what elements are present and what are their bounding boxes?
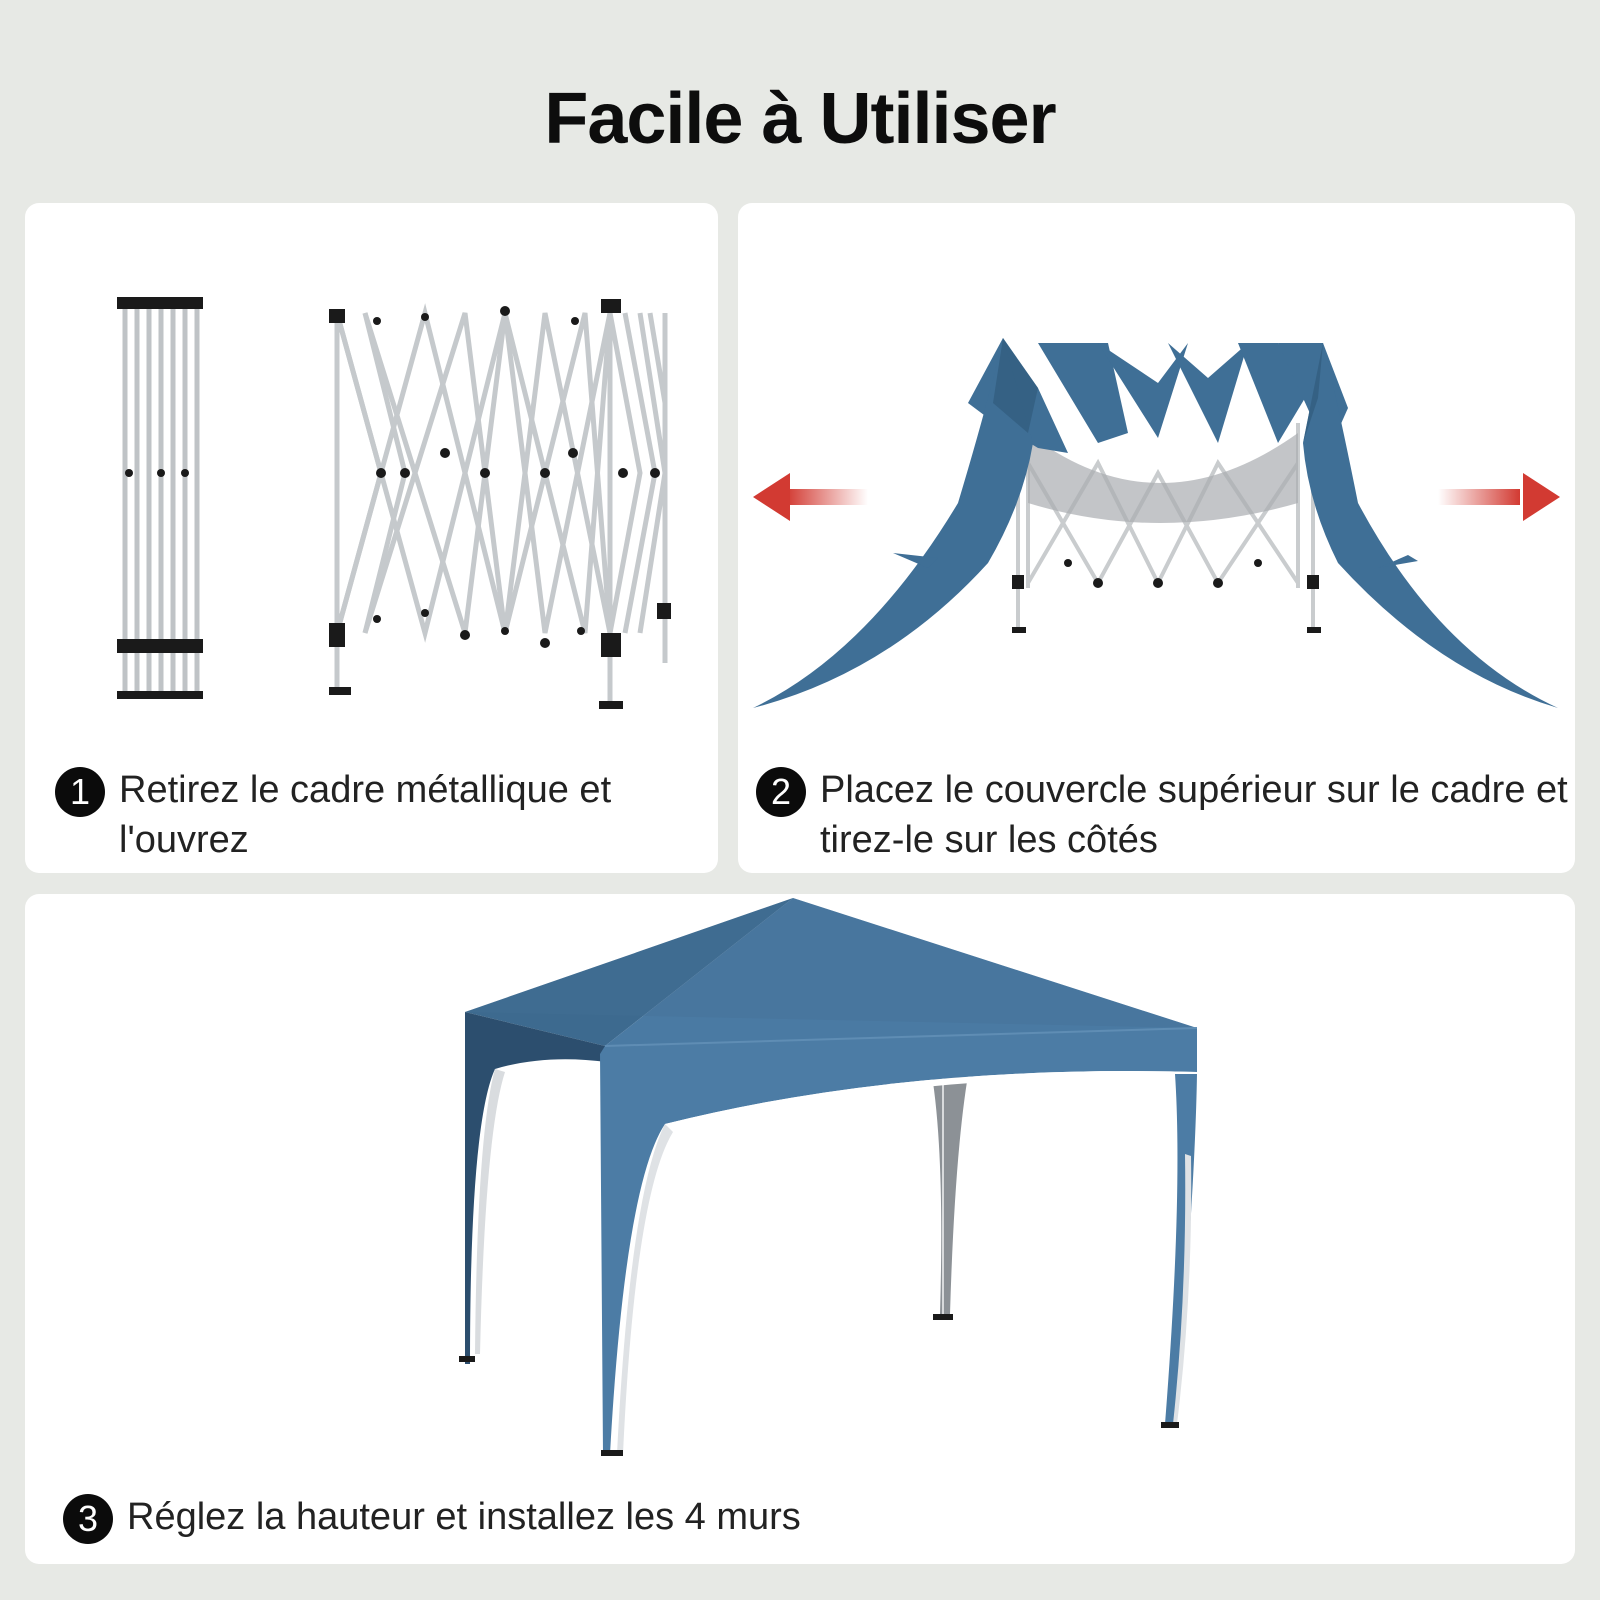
- step-1-text: Retirez le cadre métallique et l'ouvrez: [119, 769, 612, 861]
- step-2-text: Placez le couvercle supérieur sur le cad…: [820, 769, 1568, 861]
- canopy-roof: [465, 898, 1197, 1046]
- step-number-badge: 3: [63, 1494, 113, 1544]
- canopy-cover: [753, 338, 1558, 708]
- cover-illustration: [753, 338, 1560, 708]
- front-wall: [600, 1028, 1197, 1456]
- page-title: Facile à Utiliser: [544, 79, 1056, 159]
- step-2-panel: 2 Placez le couvercle supérieur sur le c…: [738, 203, 1575, 873]
- arrow-left-icon: [753, 473, 868, 521]
- step-3-panel: 3 Réglez la hauteur et installez les 4 m…: [25, 894, 1575, 1564]
- step-1-panel: 1 Retirez le cadre métallique et l'ouvre…: [25, 203, 718, 873]
- step-number-badge: 1: [55, 767, 105, 817]
- step-number-badge: 2: [756, 767, 806, 817]
- step-3-text: Réglez la hauteur et installez les 4 mur…: [127, 1496, 801, 1538]
- frame-joints: [373, 306, 660, 648]
- arrow-right-icon: [1438, 473, 1560, 521]
- folded-frame: [122, 303, 200, 693]
- step-3: 3 Réglez la hauteur et installez les 4 m…: [63, 1492, 1063, 1544]
- side-wall-left: [459, 1012, 607, 1364]
- step-2: 2 Placez le couvercle supérieur sur le c…: [756, 765, 1571, 865]
- back-legs: [930, 1064, 970, 1320]
- gazebo-illustration: [459, 898, 1198, 1456]
- step-1: 1 Retirez le cadre métallique et l'ouvre…: [55, 765, 695, 865]
- frame-illustration: [117, 297, 671, 709]
